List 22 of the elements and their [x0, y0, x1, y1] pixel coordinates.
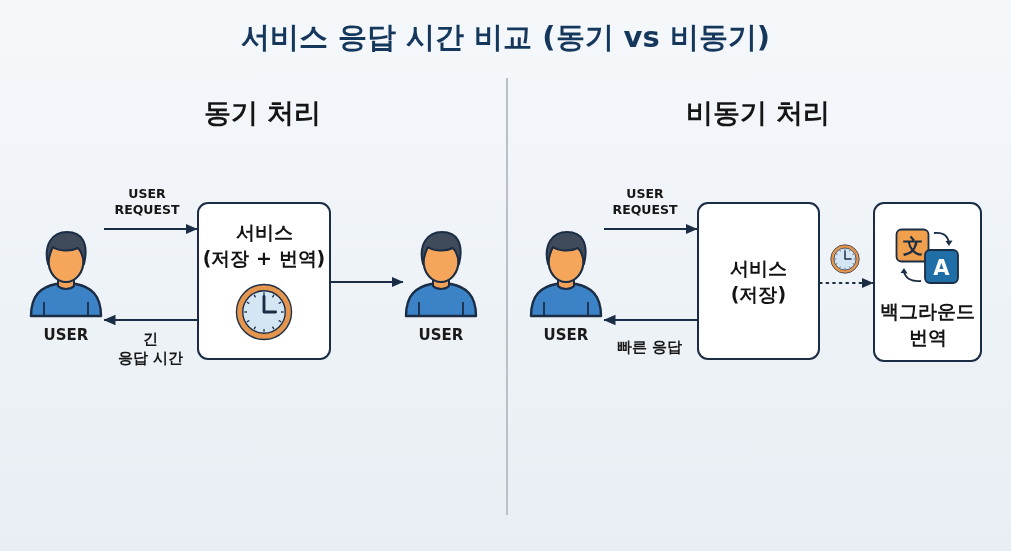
arrow [604, 223, 698, 235]
process-box [873, 202, 982, 362]
section-heading: 동기 처리 [203, 97, 321, 130]
arrow [103, 314, 197, 326]
edge-label: USER REQUEST [114, 186, 180, 219]
person-label: USER [543, 326, 589, 344]
person-label: USER [43, 326, 89, 344]
box-label: 서비스 (저장) [730, 255, 787, 307]
dotted-arrow [818, 277, 875, 289]
box-label: 백그라운드 번역 [880, 299, 975, 351]
edge-label: USER REQUEST [612, 186, 678, 219]
diagram-title: 서비스 응답 시간 비교 (동기 vs 비동기) [239, 20, 772, 55]
box-label: 서비스 (저장 + 번역) [202, 220, 326, 272]
arrow [104, 223, 198, 235]
edge-label: 긴 응답 시간 [117, 330, 183, 368]
edge-label: 빠른 응답 [616, 338, 682, 357]
arrow [331, 276, 404, 288]
process-box [697, 202, 820, 360]
person-label: USER [418, 326, 464, 344]
process-box [197, 202, 331, 360]
arrow [603, 314, 697, 326]
section-heading: 비동기 처리 [686, 97, 831, 130]
